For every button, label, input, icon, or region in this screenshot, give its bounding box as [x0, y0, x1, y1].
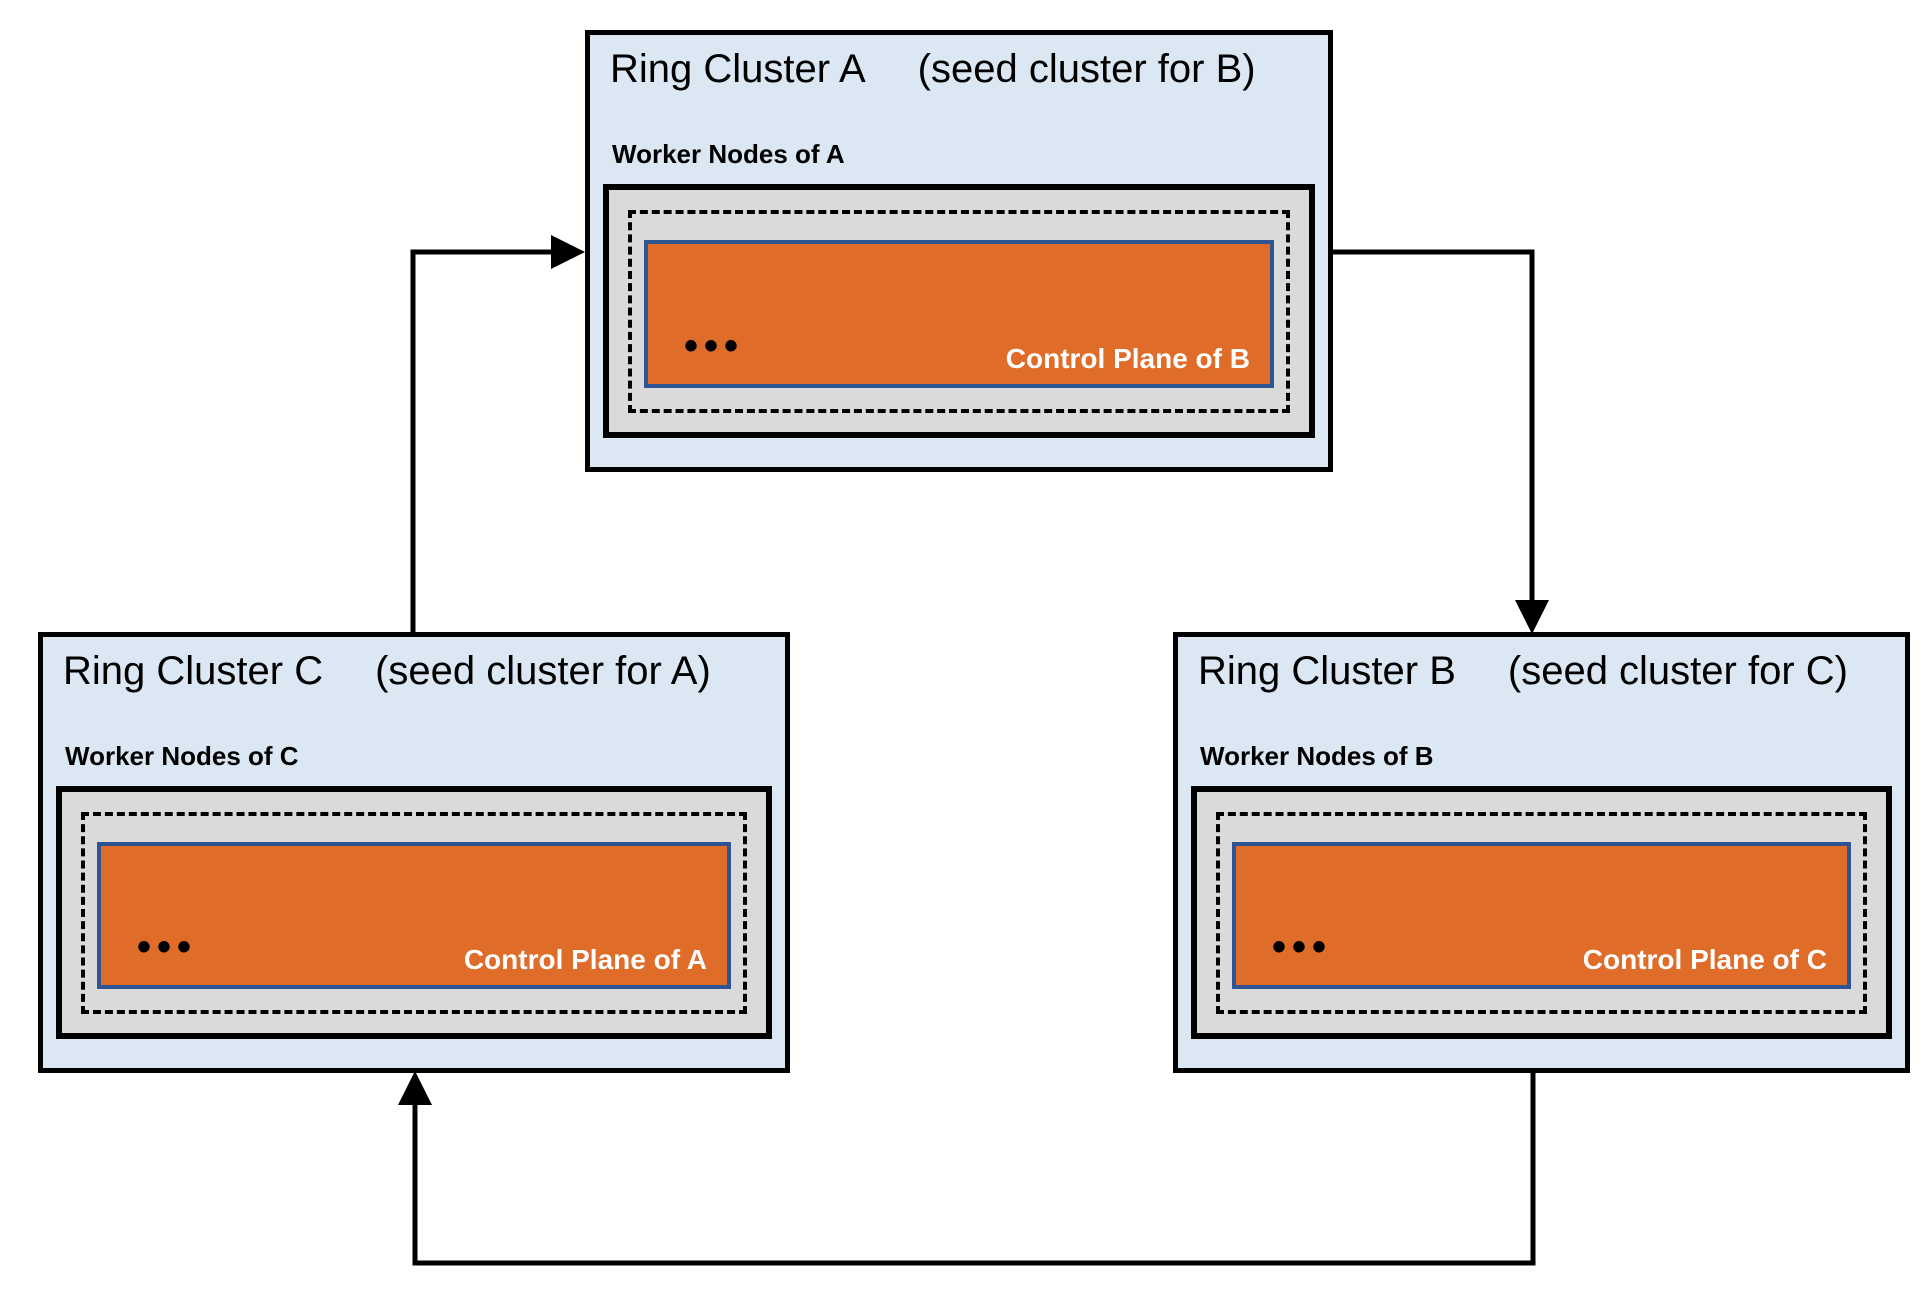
cluster-a-worker-nodes-label: Worker Nodes of A: [612, 139, 845, 169]
cluster-c-seed-note: (seed cluster for A): [375, 649, 711, 693]
control-plane-of-a-label: Control Plane of A: [463, 944, 707, 975]
ellipsis-dots: •••: [1272, 925, 1333, 969]
cluster-c-dashed-boundary: ••• Control Plane of A: [81, 812, 747, 1014]
cluster-b-worker-nodes-box: ••• Control Plane of C: [1191, 786, 1892, 1039]
cluster-a-dashed-boundary: ••• Control Plane of B: [628, 210, 1290, 413]
cluster-c-worker-nodes-box: ••• Control Plane of A: [56, 786, 772, 1039]
cluster-c: Ring Cluster C (seed cluster for A) Work…: [38, 632, 790, 1073]
cluster-b-seed-note: (seed cluster for C): [1507, 649, 1848, 693]
ellipsis-dots: •••: [137, 925, 198, 969]
arrow-b-to-c: [398, 1071, 1536, 1266]
ellipsis-dots: •••: [684, 324, 745, 368]
control-plane-of-b-label: Control Plane of B: [1005, 343, 1250, 374]
cluster-c-worker-nodes-label: Worker Nodes of C: [65, 741, 299, 771]
control-plane-of-c-label: Control Plane of C: [1582, 944, 1827, 975]
cluster-a-seed-note: (seed cluster for B): [917, 47, 1256, 91]
cluster-a-worker-nodes-box: ••• Control Plane of B: [603, 184, 1315, 438]
cluster-b-hosted-control-plane: ••• Control Plane of C: [1232, 842, 1851, 989]
cluster-a-title: Ring Cluster A (seed cluster for B): [610, 47, 1318, 92]
cluster-c-hosted-control-plane: ••• Control Plane of A: [97, 842, 731, 989]
cluster-a: Ring Cluster A (seed cluster for B) Work…: [585, 30, 1333, 472]
cluster-c-name: Ring Cluster C: [63, 649, 324, 693]
cluster-b-worker-nodes-label: Worker Nodes of B: [1200, 741, 1434, 771]
arrow-c-to-a: [410, 235, 585, 634]
cluster-b-title: Ring Cluster B (seed cluster for C): [1198, 649, 1895, 694]
cluster-c-title: Ring Cluster C (seed cluster for A): [63, 649, 775, 694]
cluster-b: Ring Cluster B (seed cluster for C) Work…: [1173, 632, 1910, 1073]
arrow-a-to-b: [1333, 249, 1549, 634]
cluster-b-name: Ring Cluster B: [1198, 649, 1456, 693]
cluster-b-dashed-boundary: ••• Control Plane of C: [1216, 812, 1867, 1014]
cluster-a-name: Ring Cluster A: [610, 47, 866, 91]
cluster-a-hosted-control-plane: ••• Control Plane of B: [644, 240, 1274, 388]
